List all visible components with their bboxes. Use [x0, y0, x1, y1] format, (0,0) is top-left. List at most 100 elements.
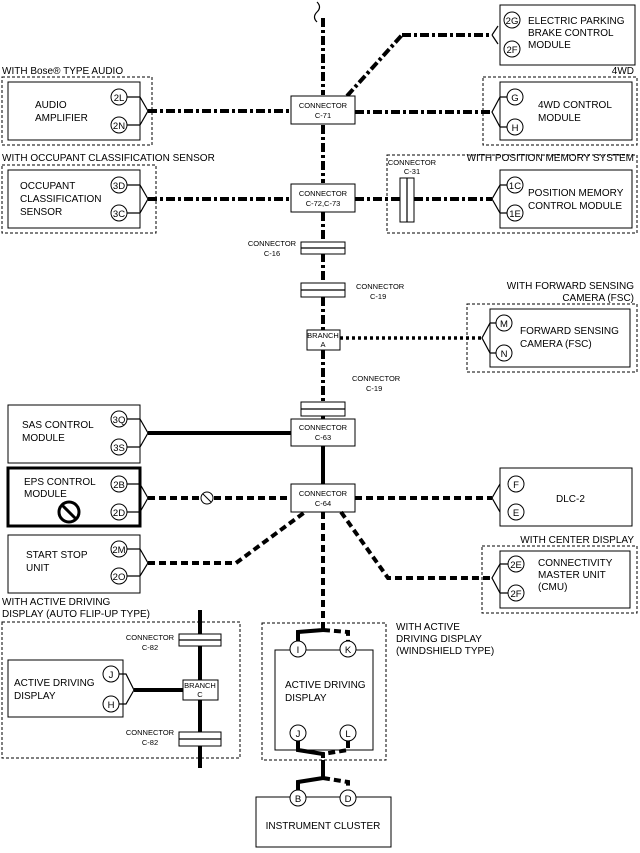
epb-label-3: MODULE	[528, 40, 571, 51]
pm-pin-1-label: 1C	[509, 181, 521, 192]
ss-pin-2-label: 2O	[113, 572, 126, 583]
adw-label-1: ACTIVE DRIVING	[285, 680, 366, 691]
ss-label-2: UNIT	[26, 563, 49, 574]
branchA-label-1: BRANCH	[307, 331, 339, 340]
adw-group: WITH ACTIVE DRIVING DISPLAY (WINDSHIELD …	[261, 622, 494, 761]
branchC-label-1: BRANCH	[184, 681, 216, 690]
sas-label-1: SAS CONTROL	[22, 420, 94, 431]
ss-pin-1-label: 2M	[112, 545, 125, 556]
ic-pin-d	[339, 789, 357, 807]
c19a-label-2: C-19	[370, 292, 386, 301]
adw-group-label-3: (WINDSHIELD TYPE)	[396, 646, 494, 657]
ic-pin-b-label: B	[295, 794, 301, 805]
pm-label-2: CONTROL MODULE	[528, 201, 622, 212]
connector-c63: CONNECTOR C-63	[290, 418, 356, 447]
adf-group: WITH ACTIVE DRIVING DISPLAY (AUTO FLIP-U…	[1, 597, 241, 768]
pm-group-label: WITH POSITION MEMORY SYSTEM	[467, 153, 634, 164]
cmu-group: WITH CENTER DISPLAY 2E 2F CONNECTIVITY M…	[339, 510, 638, 614]
fsc-label-1: FORWARD SENSING	[520, 326, 619, 337]
fsc-group-label-2: CAMERA (FSC)	[562, 293, 634, 304]
c31-label-1: CONNECTOR	[388, 158, 437, 167]
cmu-pin-1-label: 2E	[510, 560, 522, 571]
pm-group-border	[386, 154, 638, 234]
c64-label-1: CONNECTOR	[299, 489, 348, 498]
c63-label-1: CONNECTOR	[299, 423, 348, 432]
eps-pin-2-label: 2D	[113, 508, 125, 519]
adf-group-label-2: DISPLAY (AUTO FLIP-UP TYPE)	[2, 609, 150, 620]
ocs-pin-2-label: 3C	[113, 209, 125, 220]
fsc-pin-1-label: M	[500, 319, 508, 330]
fourwd-group: 4WD G H 4WD CONTROL MODULE	[355, 66, 638, 146]
c64-label-2: C-64	[315, 499, 331, 508]
c19b-label-1: CONNECTOR	[352, 374, 401, 383]
dlc-label: DLC-2	[556, 494, 585, 505]
eps-group: EPS CONTROL MODULE 2B 2D	[6, 466, 291, 528]
dlc-pin-2-label: E	[513, 508, 519, 519]
c82a-label-1: CONNECTOR	[126, 633, 175, 642]
cmu-group-border	[481, 545, 638, 614]
eps-label-1: EPS CONTROL	[24, 477, 96, 488]
adw-label-2: DISPLAY	[285, 693, 327, 704]
prohibited-icon	[57, 500, 81, 524]
ocs-pin-1-label: 3D	[113, 181, 125, 192]
fsc-label-2: CAMERA (FSC)	[520, 339, 592, 350]
cmu-label-1: CONNECTIVITY	[538, 558, 613, 569]
epb-module-box	[499, 4, 636, 66]
small-prohibited-icon	[200, 491, 214, 505]
pm-module-box	[499, 169, 633, 229]
cmu-group-label: WITH CENTER DISPLAY	[520, 535, 634, 546]
adw-pin-i	[289, 640, 307, 658]
c16-label-2: C-16	[264, 249, 280, 258]
sas-label-2: MODULE	[22, 433, 65, 444]
bose-group-label: WITH Bose® TYPE AUDIO	[2, 66, 123, 77]
connector-c19-upper: CONNECTOR C-19	[300, 282, 405, 301]
eps-label-2: MODULE	[24, 489, 67, 500]
epb-pin-1-label: 2G	[506, 16, 519, 27]
adw-pin-l-label: L	[345, 729, 350, 740]
adf-group-label-1: WITH ACTIVE DRIVING	[2, 597, 111, 608]
wire-epb-diag	[345, 33, 404, 98]
c72-label-1: CONNECTOR	[299, 189, 348, 198]
instrument-cluster-box	[255, 796, 392, 848]
fourwd-group-label: 4WD	[612, 66, 634, 77]
ocs-group-label: WITH OCCUPANT CLASSIFICATION SENSOR	[2, 153, 215, 164]
ic-pin-d-label: D	[345, 794, 352, 805]
adf-label-2: DISPLAY	[14, 691, 56, 702]
ocs-group: WITH OCCUPANT CLASSIFICATION SENSOR OCCU…	[1, 153, 291, 234]
adw-pin-k	[339, 640, 357, 658]
connector-c19-lower: CONNECTOR C-19	[300, 374, 401, 417]
trunk-wires	[313, 1, 325, 625]
ic-group: B D INSTRUMENT CLUSTER	[255, 760, 392, 848]
fourwd-label-2: MODULE	[538, 113, 581, 124]
c82b-label-2: C-82	[142, 738, 158, 747]
adw-group-label-2: DRIVING DISPLAY	[396, 634, 482, 645]
branch-a: BRANCH A	[306, 329, 341, 351]
adw-group-label-1: WITH ACTIVE	[396, 622, 460, 633]
adw-pin-j-label: J	[296, 729, 301, 740]
epb-pin-1	[503, 11, 521, 29]
epb-label-2: BRAKE CONTROL	[528, 28, 614, 39]
adw-pin-i-label: I	[297, 645, 300, 656]
eps-pin-1-label: 2B	[113, 480, 125, 491]
pm-group: WITH POSITION MEMORY SYSTEM CONNECTOR C-…	[355, 153, 638, 234]
fsc-group-label-1: WITH FORWARD SENSING	[507, 281, 634, 292]
branchA-label-2: A	[320, 340, 325, 349]
fsc-group: WITH FORWARD SENSING CAMERA (FSC) M N FO…	[340, 281, 638, 373]
fourwd-label-1: 4WD CONTROL	[538, 100, 612, 111]
ocs-label-3: SENSOR	[20, 207, 62, 218]
epb-pin-2	[503, 40, 521, 58]
dlc-group: F E DLC-2	[355, 467, 633, 527]
epb-group: 2G 2F ELECTRIC PARKING BRAKE CONTROL MOD…	[345, 4, 636, 98]
ss-label-1: START STOP	[26, 550, 88, 561]
adw-pin-k-label: K	[345, 645, 352, 656]
c72-label-2: C-72,C-73	[306, 199, 341, 208]
cmu-pin-2-label: 2F	[510, 589, 521, 600]
bose-group-border	[1, 76, 153, 146]
c82b-label-1: CONNECTOR	[126, 728, 175, 737]
connector-c72: CONNECTOR C-72,C-73	[290, 183, 356, 213]
cmu-label-2: MASTER UNIT	[538, 570, 606, 581]
fourwd-pin-2-label: H	[512, 123, 519, 134]
c63-label-2: C-63	[315, 433, 331, 442]
pm-label-1: POSITION MEMORY	[528, 188, 624, 199]
